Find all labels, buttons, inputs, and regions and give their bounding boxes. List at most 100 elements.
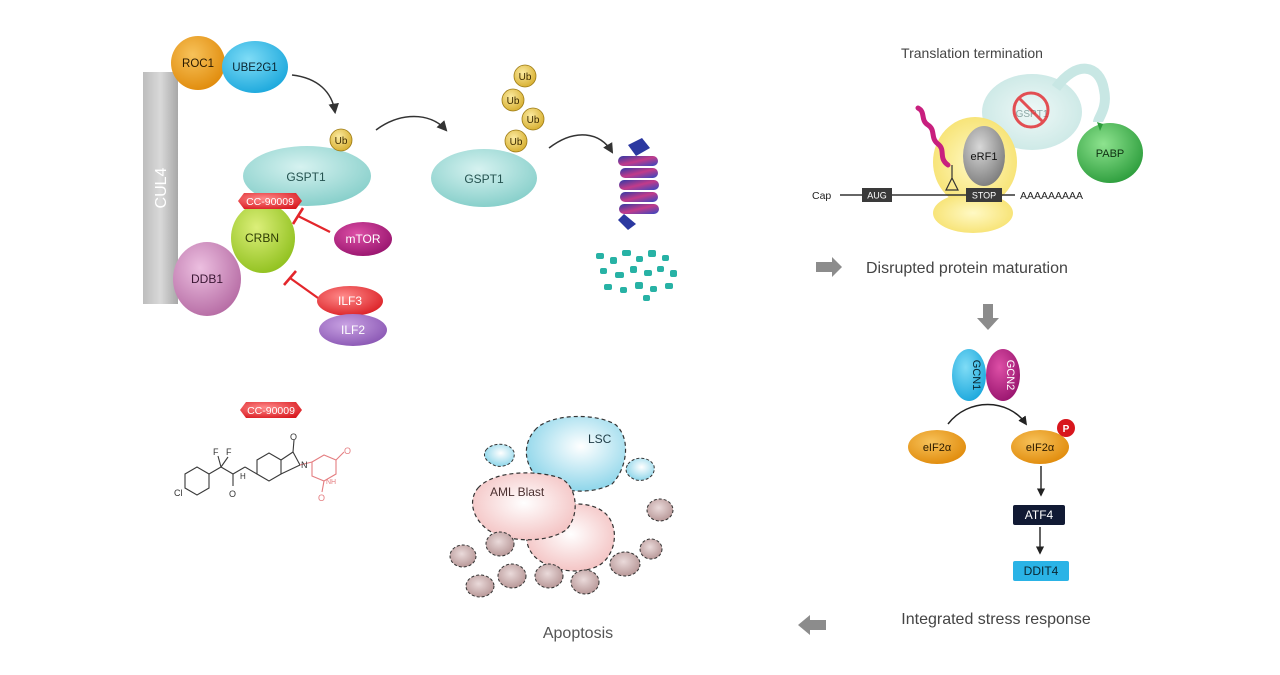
eif2a-p-label: eIF2α [1026,442,1055,454]
small-lsc-1 [483,443,515,467]
phosphorylation-arrow [947,403,1028,426]
ilf2-node [319,314,387,346]
pabp-tip [1097,122,1103,131]
mtor-node [334,222,392,256]
ddit4-label: DDIT4 [1024,564,1059,578]
stress-flow: Disrupted protein maturation GCN1 GCN2 e… [798,257,1091,635]
pabp-label: PABP [1096,148,1125,160]
ub-transfer-arrow [291,74,339,115]
gcn1-label: GCN1 [970,360,982,391]
cc-90009-tag [240,402,302,418]
atom-nh: H [240,472,246,481]
aml-blast-cell [471,472,576,541]
ub-chain-3 [501,88,525,112]
aml-blast-label: AML Blast [490,485,545,499]
isr-label: Integrated stress response [901,611,1091,628]
gspt1-bound-node [243,146,371,206]
atf4-box [1013,505,1065,525]
aug-label: AUG [867,191,887,201]
roc1-label: ROC1 [182,58,214,70]
glutarimide-ring [299,451,345,493]
ddb1-node [173,242,241,316]
peptide-fragments-icon [596,250,677,301]
atom-o1: O [229,489,236,499]
atom-o4: O [318,493,325,503]
atom-o3: O [344,446,351,456]
atom-f1: F [213,447,219,457]
gspt1-bound-label: GSPT1 [286,170,326,184]
flow-arrow-left [798,615,826,635]
ddb1-label: DDB1 [191,272,223,286]
eif2a-p-node [1011,430,1069,464]
phosphate-label: P [1063,424,1070,435]
atom-f2: F [226,447,232,457]
ub-chain-1-label: Ub [510,137,523,148]
pabp-linker [1051,63,1110,124]
pabp-node [1077,123,1143,183]
apoptotic-debris [449,498,674,598]
gspt1-free-label: GSPT1 [464,172,504,186]
prohibited-icon [1012,91,1050,129]
translation-title: Translation termination [901,45,1043,61]
ddit4-box [1013,561,1069,581]
cc-90009-compound: CC-90009 Cl F F O H N [174,402,351,503]
ub-chain-3-label: Ub [507,96,520,107]
ub-node-single [329,128,353,152]
small-lsc-2 [625,457,655,481]
aug-box [862,188,892,202]
e3-ligase-complex: CUL4 ROC1 UBE2G1 GSPT1 Ub DDB1 CRBN CC-9… [143,36,392,346]
polya-label: AAAAAAAAA [1020,190,1083,202]
ube2g1-label: UBE2G1 [232,62,277,74]
flow-arrow-right [816,257,842,277]
gspt1-free-node [431,149,537,207]
ub-chain-4 [513,64,537,88]
mtor-label: mTOR [345,232,380,246]
proteasome-icon [618,138,659,230]
ube2g1-node [222,41,288,93]
cc-90009-tag-bound-label: CC-90009 [246,196,294,208]
phosphate-badge [1057,419,1075,437]
atf4-label: ATF4 [1025,508,1054,522]
mtor-inhibition-bar [291,207,305,225]
eif2a-label: eIF2α [923,442,952,454]
apoptosis-label: Apoptosis [543,625,613,642]
lsc-label: LSC [588,432,612,446]
ribosome-small [933,193,1013,233]
erf1-node [963,126,1005,186]
gcn1-node [952,349,986,401]
crbn-label: CRBN [245,231,279,245]
atom-o2: O [290,432,297,442]
disrupted-label: Disrupted protein maturation [866,260,1068,277]
flow-arrow-down [977,304,999,330]
atom-cl: Cl [174,488,183,498]
cell-population: LSC AML Blast [449,415,674,598]
ilf-inhibition-bar [283,270,297,286]
eif2a-node [908,430,966,464]
cap-label: Cap [812,190,831,202]
nascent-peptide-icon [915,105,951,168]
roc1-node [171,36,225,90]
ilf3-node [317,286,383,316]
ilf3-label: ILF3 [338,294,362,308]
crbn-node [231,203,295,273]
cc-90009-tag-label: CC-90009 [247,405,295,417]
chemical-structure [184,439,301,496]
gcn2-node [986,349,1020,401]
ub-label-single: Ub [335,136,348,147]
gspt1-ghost-label: GSPT1 [1016,109,1049,120]
ub-chain-1 [504,129,528,153]
mtor-inhibition-line [297,215,331,233]
stop-box [966,188,1002,202]
degradation-arrow [548,134,614,154]
ilf-inhibition-line [289,277,319,299]
ub-chain-2-label: Ub [527,115,540,126]
ilf2-label: ILF2 [341,323,365,337]
erf1-label: eRF1 [971,151,998,163]
gcn2-label: GCN2 [1004,360,1016,391]
trna-icon [945,165,959,191]
ub-chain-4-label: Ub [519,72,532,83]
cul4-label: CUL4 [153,167,170,208]
lsc-cell [525,415,627,492]
stop-label: STOP [972,191,996,201]
